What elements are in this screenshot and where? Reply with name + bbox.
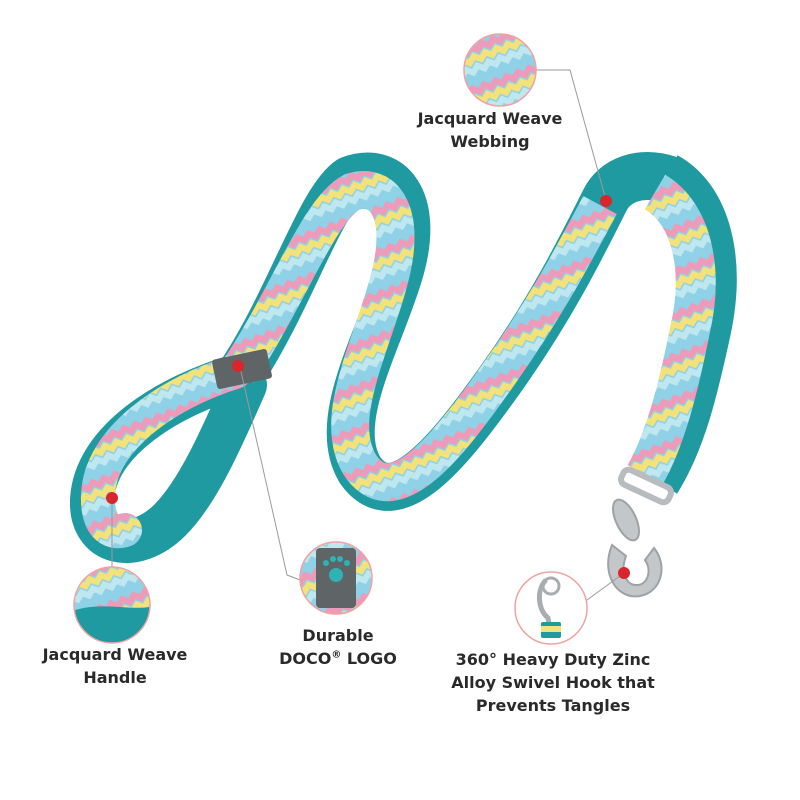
- marker-hook: [618, 567, 630, 579]
- marker-webbing: [600, 195, 612, 207]
- callout-webbing-label: Jacquard Weave Webbing: [400, 107, 580, 153]
- connector-lines: [111, 69, 625, 601]
- marker-handle: [106, 492, 118, 504]
- detail-circle-webbing: [463, 33, 537, 107]
- callout-logo-brand: DOCO: [279, 649, 332, 668]
- detail-circle-logo: [299, 541, 373, 615]
- callout-webbing-line1: Jacquard Weave: [417, 109, 563, 128]
- callout-handle-line1: Jacquard Weave: [42, 645, 188, 664]
- callout-handle-label: Jacquard Weave Handle: [20, 643, 210, 689]
- callout-logo-label: Durable DOCO® LOGO: [258, 624, 418, 670]
- callout-handle-line2: Handle: [83, 668, 147, 687]
- handle-face: [81, 355, 252, 549]
- paw-icon: [323, 556, 350, 582]
- registered-mark: ®: [331, 649, 342, 661]
- callout-hook-line3: Prevents Tangles: [475, 696, 631, 715]
- detail-circle-handle: [73, 566, 151, 644]
- callout-hook-label: 360° Heavy Duty Zinc Alloy Swivel Hook t…: [428, 648, 678, 717]
- callout-hook-line2: Alloy Swivel Hook that: [451, 673, 655, 692]
- callout-webbing-line2: Webbing: [450, 132, 530, 151]
- strap-face: [222, 171, 617, 502]
- swivel-hook: [607, 466, 674, 598]
- detail-circle-hook: [514, 571, 588, 645]
- marker-dots: [106, 195, 630, 579]
- leash: [70, 152, 737, 563]
- callout-logo-tail: LOGO: [341, 649, 397, 668]
- marker-logo: [232, 360, 244, 372]
- callout-hook-line1: 360° Heavy Duty Zinc: [455, 650, 651, 669]
- callout-logo-line2: DOCO® LOGO: [258, 647, 418, 670]
- lead-face: [627, 174, 716, 485]
- callout-logo-line1: Durable: [302, 626, 374, 645]
